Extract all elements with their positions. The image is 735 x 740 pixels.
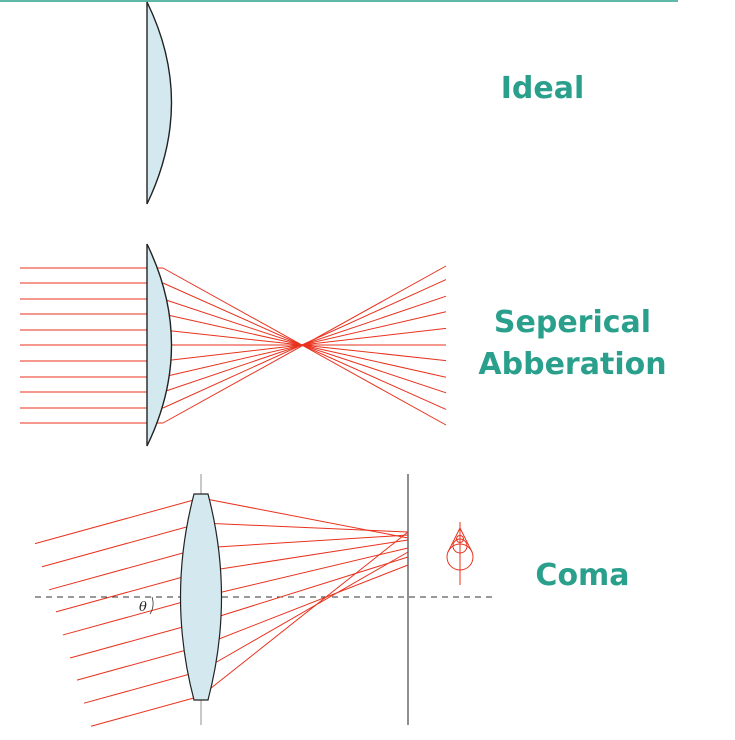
coma-incoming-ray <box>69 621 202 659</box>
coma-refracted-ray <box>200 547 409 598</box>
biconvex-lens-icon <box>179 493 223 701</box>
spherical-panel <box>20 243 447 447</box>
coma-refracted-ray <box>200 556 409 623</box>
coma-refracted-ray <box>200 531 409 697</box>
coma-refracted-ray <box>200 497 409 539</box>
ideal-title: Ideal <box>500 71 585 106</box>
coma-refracted-ray <box>200 522 409 533</box>
theta-arc <box>149 596 154 615</box>
coma-incoming-ray <box>76 645 202 681</box>
coma-refracted-ray <box>200 539 409 573</box>
coma-refracted-ray <box>200 564 409 647</box>
spherical-title-line1: Seperical <box>493 305 652 340</box>
coma-incoming-ray <box>90 695 202 727</box>
spherical-refracted-ray <box>162 279 447 409</box>
ideal-panel <box>146 1 173 205</box>
spherical-title-line2: Abberation <box>478 347 667 382</box>
coma-ray-group <box>34 497 409 727</box>
coma-refracted-ray <box>200 534 409 549</box>
coma-panel: θ <box>34 474 497 727</box>
coma-incoming-ray <box>34 497 202 545</box>
spherical-lens-icon <box>146 243 173 447</box>
coma-title: Coma <box>535 558 630 593</box>
coma-spot-icon <box>446 522 474 585</box>
spherical-refracted-ray <box>162 265 447 424</box>
coma-incoming-ray <box>83 670 202 704</box>
theta-label: θ <box>139 600 147 615</box>
coma-incoming-ray <box>41 522 202 568</box>
spherical-ray-group <box>20 265 447 426</box>
ideal-lens-icon <box>146 1 173 205</box>
coma-incoming-ray <box>62 596 202 636</box>
coma-incoming-ray <box>48 547 202 591</box>
coma-refracted-ray <box>200 551 409 672</box>
coma-incoming-ray <box>55 571 202 613</box>
